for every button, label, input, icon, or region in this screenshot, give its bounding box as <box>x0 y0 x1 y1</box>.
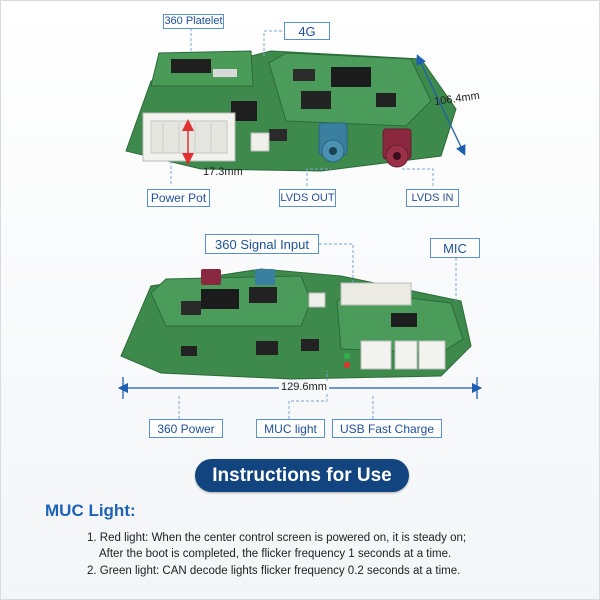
label-muc-light: MUC light <box>256 419 325 438</box>
label-360-platelet: 360 Platelet <box>163 14 224 29</box>
top-board <box>125 50 466 172</box>
label-360-signal-input: 360 Signal Input <box>205 234 319 254</box>
label-4g: 4G <box>284 22 330 40</box>
board-illustration <box>117 28 483 419</box>
muc-light-title: MUC Light: <box>45 501 136 520</box>
label-360-power: 360 Power <box>149 419 223 438</box>
label-power-pot: Power Pot <box>147 189 210 207</box>
top-callout-lines <box>170 28 434 186</box>
label-mic: MIC <box>430 238 480 258</box>
instruction-item-2: 2. Green light: CAN decode lights flicke… <box>87 565 461 577</box>
label-usb-fast-charge: USB Fast Charge <box>332 419 442 438</box>
instruction-item-1-line-2: After the boot is completed, the flicker… <box>99 548 452 560</box>
instruction-item-1-line-1: 1. Red light: When the center control sc… <box>87 532 467 544</box>
instructions-banner: Instructions for Use <box>195 459 409 492</box>
label-lvds-in: LVDS IN <box>406 189 459 207</box>
bottom-board <box>117 268 483 399</box>
label-lvds-out: LVDS OUT <box>279 189 336 207</box>
dimension-width: 129.6mm <box>279 381 329 393</box>
dimension-height: 17.3mm <box>203 166 243 178</box>
